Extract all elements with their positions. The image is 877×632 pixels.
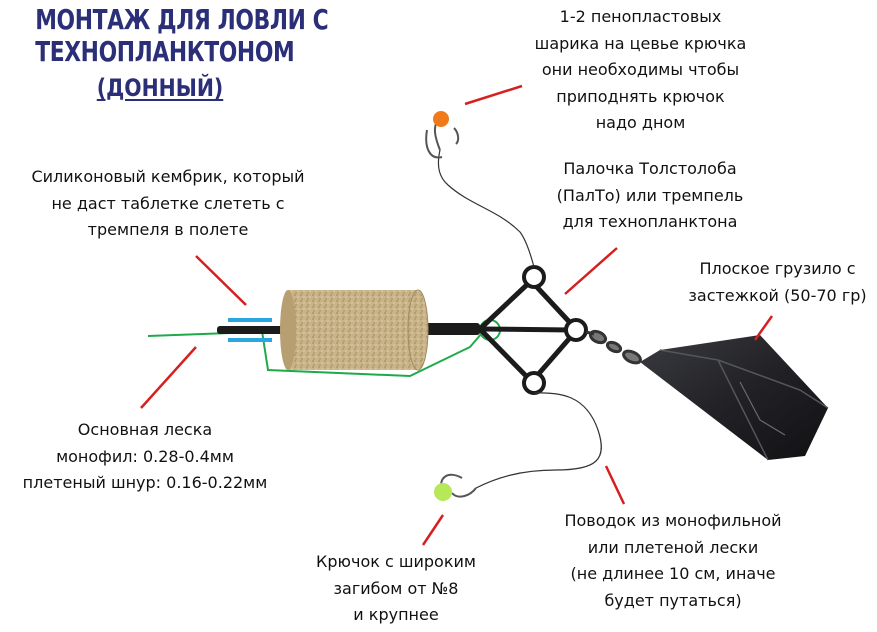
label-sinker: Плоское грузило с застежкой (50-70 гр)	[685, 256, 870, 309]
label-hook-line: загибом от №8	[333, 578, 459, 598]
label-hook-line: и крупнее	[353, 605, 439, 624]
title-line-3: (ДОННЫЙ)	[96, 74, 224, 102]
label-foam-balls-line: приподнять крючок	[556, 86, 725, 106]
label-main-line-line: монофил: 0.28-0.4мм	[56, 446, 234, 466]
label-silicone-tube: Силиконовый кембрик, который не даст таб…	[18, 164, 318, 244]
label-silicone-line: не даст таблетке слететь с	[51, 193, 285, 213]
diagram-title: МОНТАЖ ДЛЯ ЛОВЛИ С ТЕХНОПЛАНКТОНОМ (ДОНН…	[0, 3, 329, 102]
pointer-sinker	[753, 315, 774, 341]
label-foam-balls: 1-2 пенопластовых шарика на цевье крючка…	[528, 4, 753, 137]
label-stick-line: для технопланктона	[562, 212, 738, 231]
label-sinker-line: застежкой (50-70 гр)	[688, 285, 867, 305]
silicone-tube	[228, 318, 272, 342]
title-line-1: МОНТАЖ ДЛЯ ЛОВЛИ С	[35, 3, 329, 36]
sinker	[640, 335, 829, 461]
label-main-line: Основная леска монофил: 0.28-0.4мм плете…	[10, 417, 280, 497]
green-foam-ball	[434, 483, 452, 501]
pointers	[140, 84, 774, 546]
label-foam-balls-line: 1-2 пенопластовых	[559, 7, 722, 26]
title-line-2: ТЕХНОПЛАНКТОНОМ	[35, 35, 295, 68]
label-leader: Поводок из монофильной или плетеной леск…	[553, 508, 793, 614]
label-silicone-line: Силиконовый кембрик, который	[31, 167, 305, 186]
label-stick: Палочка Толстолоба (ПалТо) или тремпель …	[545, 156, 755, 236]
label-foam-balls-line: они необходимы чтобы	[541, 60, 740, 79]
label-hook: Крючок с широким загибом от №8 и крупнее	[302, 549, 490, 629]
label-leader-line: или плетеной лески	[587, 537, 759, 557]
top-leader	[425, 111, 535, 268]
label-leader-line: (не длинее 10 см, иначе	[570, 564, 776, 583]
pointer-foam-balls	[464, 84, 523, 106]
label-stick-line: Палочка Толстолоба	[563, 159, 737, 178]
orange-foam-ball	[433, 111, 449, 127]
label-foam-balls-line: шарика на цевье крючка	[534, 33, 747, 53]
label-hook-line: Крючок с широким	[316, 552, 476, 571]
swivel	[585, 329, 642, 365]
pointer-hook	[421, 514, 445, 546]
bottom-leader	[434, 392, 602, 501]
pellet	[280, 289, 429, 371]
label-main-line-line: Основная леска	[77, 420, 213, 439]
pointer-stick	[564, 247, 618, 295]
top-ring	[522, 265, 546, 289]
label-leader-line: будет путаться)	[604, 590, 742, 610]
label-foam-balls-line: надо дном	[595, 113, 686, 132]
pointer-main-line	[140, 346, 197, 409]
label-sinker-line: Плоское грузило с	[699, 259, 856, 278]
pointer-silicone	[195, 255, 247, 306]
trempel-frame	[478, 278, 577, 384]
label-main-line-line: плетеный шнур: 0.16-0.22мм	[22, 473, 268, 492]
label-silicone-line: тремпеля в полете	[87, 220, 249, 239]
stick-rod-end	[420, 323, 480, 335]
label-leader-line: Поводок из монофильной	[564, 511, 782, 530]
pointer-leader	[604, 465, 626, 505]
front-ring	[564, 318, 588, 342]
label-stick-line: (ПалТо) или тремпель	[556, 185, 744, 205]
bottom-ring	[522, 371, 546, 395]
